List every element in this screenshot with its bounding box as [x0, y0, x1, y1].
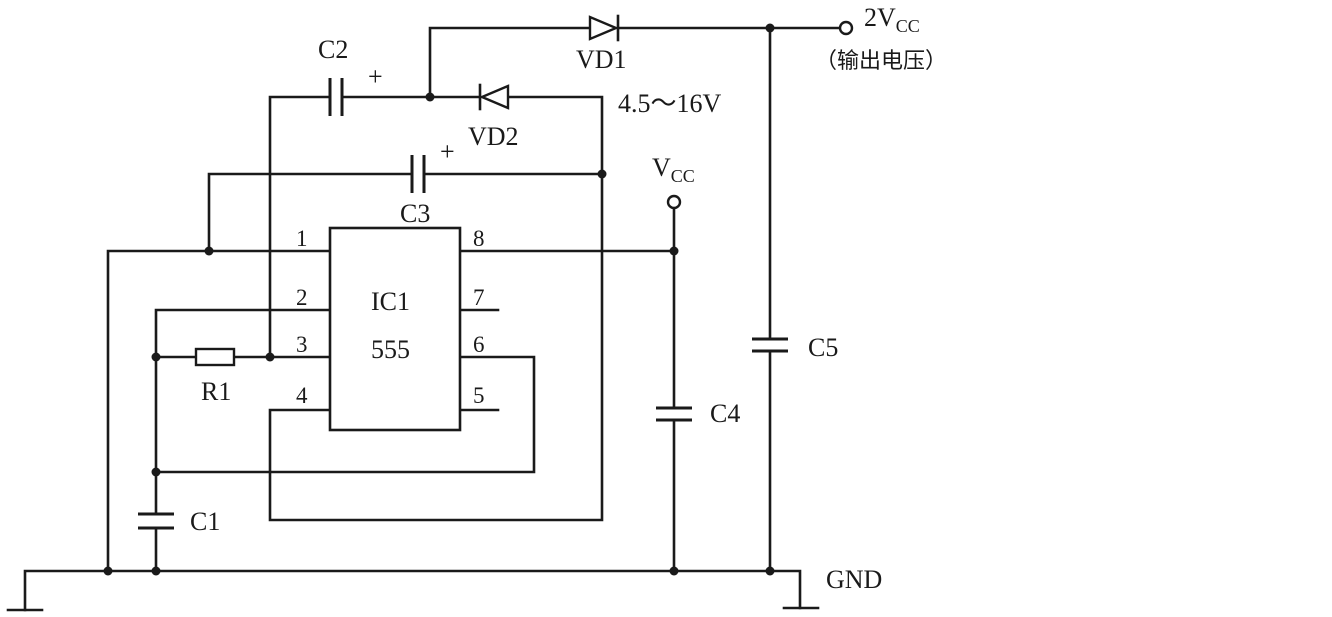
pin-8-label: 8: [473, 226, 485, 251]
pin-7-label: 7: [473, 285, 485, 310]
capacitor-c4: [656, 406, 692, 422]
ic-type: 555: [371, 335, 410, 364]
capacitor-c3: [410, 155, 426, 193]
capacitor-c1: [138, 512, 174, 530]
capacitor-c5: [752, 337, 788, 353]
c5-label: C5: [808, 333, 838, 362]
pin-5-label: 5: [473, 383, 485, 408]
vd1-label: VD1: [576, 45, 627, 74]
diode-vd2: [478, 83, 510, 111]
junction-dots: [103, 23, 775, 576]
ic-name: IC1: [371, 287, 410, 316]
pin-1-label: 1: [296, 226, 308, 251]
c1-label: C1: [190, 507, 220, 536]
vcc-terminal: [666, 194, 682, 210]
output-voltage-label: 2VCC: [864, 3, 920, 36]
c3-polarity-mark: +: [440, 137, 455, 166]
ic-555-body: [328, 226, 462, 432]
pin-4-label: 4: [296, 383, 308, 408]
c3-label: C3: [400, 199, 430, 228]
pin-2-label: 2: [296, 285, 308, 310]
vcc-label: VCC: [652, 153, 695, 186]
c4-label: C4: [710, 399, 740, 428]
capacitor-c2: [328, 78, 344, 116]
resistor-r1: [194, 347, 236, 367]
supply-range-label: 4.5～16V: [618, 89, 722, 118]
pin-6-label: 6: [473, 332, 485, 357]
c2-label: C2: [318, 35, 348, 64]
output-terminal: [838, 20, 854, 36]
wires: [6, 26, 842, 612]
diode-vd1: [588, 14, 620, 42]
ground-label: GND: [826, 565, 882, 594]
r1-label: R1: [201, 377, 231, 406]
c2-polarity-mark: +: [368, 62, 383, 91]
output-voltage-note: （输出电压）: [815, 49, 947, 74]
pin-3-label: 3: [296, 332, 308, 357]
vd2-label: VD2: [468, 122, 519, 151]
